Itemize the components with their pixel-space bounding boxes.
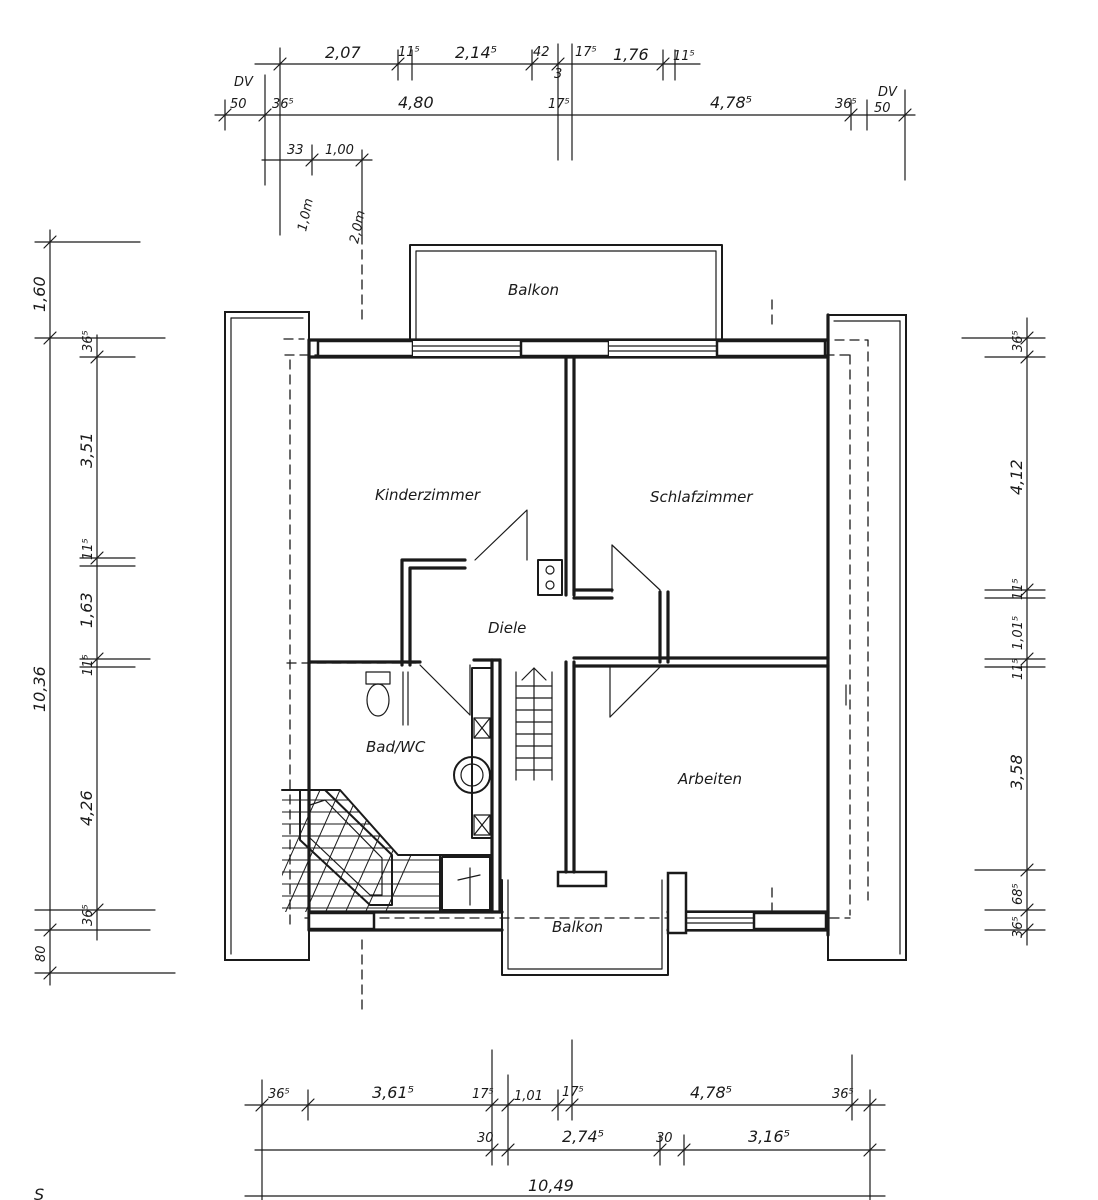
top-dimension-labels: 2,07 11⁵ 2,14⁵ 42 17⁵ 1,76 11⁵ 3 DV 50 3…: [230, 43, 898, 245]
room-label-bad-wc: Bad/WC: [366, 738, 426, 756]
dim-label: 42: [533, 45, 550, 60]
washbasin-icon: [453, 756, 491, 794]
dim-label: 36⁵: [272, 97, 294, 112]
bathroom-cabinet: [471, 667, 493, 839]
dim-label: 1,60: [30, 276, 49, 312]
dim-label: 30: [656, 1131, 673, 1146]
dim-label: 1,01⁵: [1011, 616, 1026, 650]
top-wall-openings: [316, 339, 827, 358]
dim-label: 3,58: [1007, 754, 1026, 790]
left-dimension-lines: [34, 229, 176, 986]
stove-icon: [537, 559, 563, 596]
bottom-dimension-labels: 36⁵ 3,61⁵ 17⁵ 1,01 17⁵ 4,78⁵ 36⁵ 30 2,74…: [34, 1083, 854, 1200]
room-label-kinderzimmer: Kinderzimmer: [375, 486, 481, 504]
dim-label: 3,61⁵: [372, 1083, 414, 1102]
dim-label: 1,00: [325, 143, 354, 158]
dim-label: 36⁵: [268, 1087, 290, 1102]
dim-label: 36⁵: [835, 97, 857, 112]
left-dimension-labels: 1,60 36⁵ 3,51 11⁵ 1,63 11⁵ 4,26 36⁵ 80 1…: [30, 276, 96, 962]
dim-label: 36⁵: [832, 1087, 854, 1102]
dim-label: 2,74⁵: [562, 1127, 604, 1146]
dim-label: 30: [477, 1131, 494, 1146]
room-label-schlafzimmer: Schlafzimmer: [650, 488, 753, 506]
right-dimension-labels: 36⁵ 4,12 11⁵ 1,01⁵ 11⁵ 3,58 68⁵ 36⁵: [1007, 330, 1026, 938]
room-labels: Balkon Kinderzimmer Schlafzimmer Diele B…: [366, 281, 753, 936]
room-label-balkon-top: Balkon: [508, 281, 559, 299]
dim-label: 36⁵: [81, 904, 96, 926]
room-label-arbeiten: Arbeiten: [677, 770, 742, 788]
dim-label: 4,78⁵: [690, 1083, 732, 1102]
room-label-diele: Diele: [488, 619, 526, 637]
dim-label: 36⁵: [1011, 330, 1026, 352]
dim-label: 1,63: [77, 592, 96, 628]
dim-label: 17⁵: [548, 97, 570, 112]
dim-label: 4,78⁵: [710, 93, 752, 112]
dim-label: 50: [230, 97, 247, 112]
bathtub-area: [281, 789, 441, 912]
dim-label: 11⁵: [81, 654, 96, 676]
room-label-balkon-bottom: Balkon: [552, 918, 603, 936]
dim-label: 50: [874, 101, 891, 116]
dim-label: 68⁵: [1011, 883, 1026, 905]
dim-label: 10,36: [30, 666, 49, 712]
dim-label-total: 10,49: [528, 1176, 574, 1195]
dim-label: 11⁵: [673, 49, 695, 64]
dim-label: 3: [554, 67, 562, 82]
dim-label: 2,0m: [347, 209, 369, 245]
right-dimension-lines: [961, 317, 1046, 946]
dim-label: 2,14⁵: [455, 43, 497, 62]
dim-label: 1,76: [613, 45, 649, 64]
dim-label: 11⁵: [81, 538, 96, 560]
shower-icon: [441, 856, 491, 911]
interior-walls: [307, 355, 830, 914]
dim-label: 3,16⁵: [748, 1127, 790, 1146]
dim-label: DV: [234, 75, 254, 90]
balcony-top: [409, 244, 723, 341]
dim-label: 11⁵: [398, 45, 420, 60]
dim-label: 2,07: [325, 43, 361, 62]
dim-label: DV: [878, 85, 898, 100]
toilet-icon: [365, 671, 391, 717]
dim-label: 17⁵: [575, 45, 597, 60]
dim-label: 36⁵: [1011, 916, 1026, 938]
bottom-wall-openings: [307, 870, 828, 935]
staircase: [515, 667, 553, 781]
doors: [419, 509, 661, 718]
dim-label: 11⁵: [1011, 578, 1026, 600]
dim-label: 4,12: [1007, 459, 1026, 495]
roof-strips: [224, 311, 907, 961]
dim-label: 11⁵: [1011, 658, 1026, 680]
dim-label: 3,51: [77, 432, 96, 468]
top-dimension-lines: [214, 43, 916, 236]
dim-label: 1,0m: [295, 197, 317, 233]
dim-label: 4,26: [77, 790, 96, 826]
dim-label: 17⁵: [472, 1087, 494, 1102]
dim-label: 4,80: [398, 93, 434, 112]
dim-label: 36⁵: [81, 330, 96, 352]
dim-label: 80: [34, 945, 49, 962]
dim-label: 17⁵: [562, 1085, 584, 1100]
corner-mark: S: [34, 1185, 44, 1200]
dim-label: 33: [287, 143, 304, 158]
dim-label: 1,01: [514, 1089, 543, 1104]
bottom-dimension-lines: [244, 1039, 886, 1200]
